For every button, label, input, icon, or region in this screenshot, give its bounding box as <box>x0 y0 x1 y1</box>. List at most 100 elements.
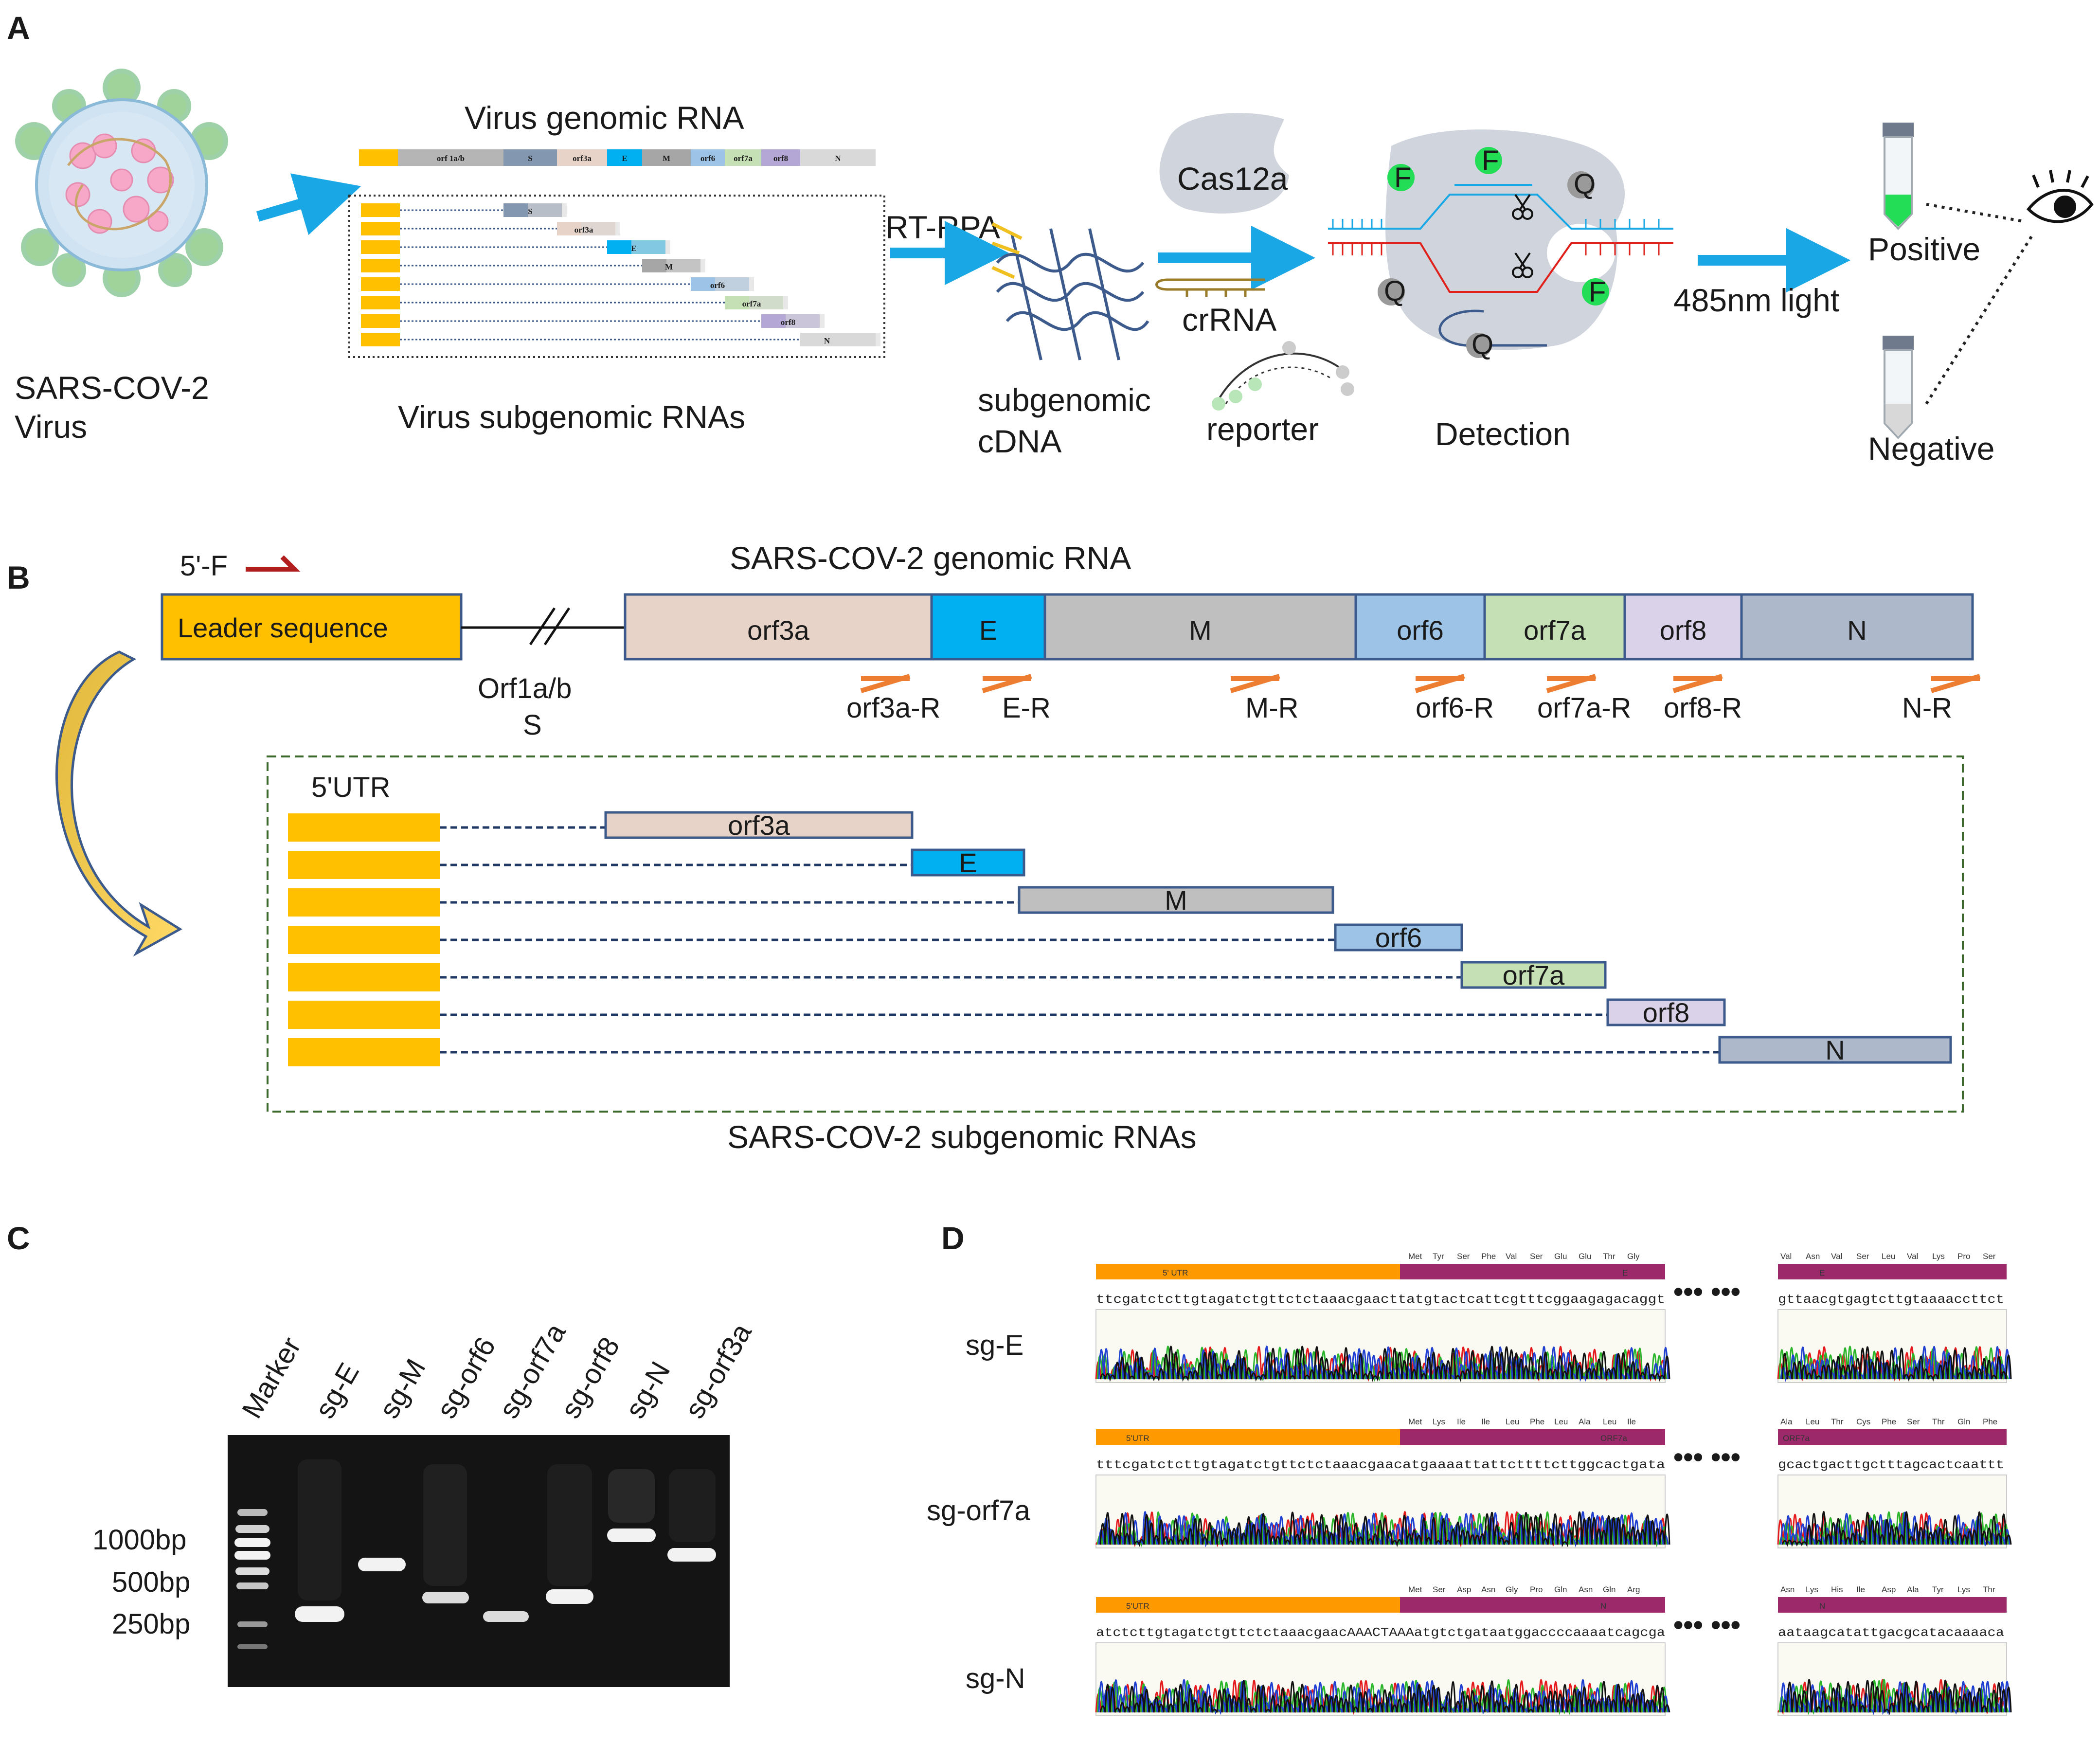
virus-particle-icon <box>15 69 228 297</box>
genome-segment <box>398 149 503 166</box>
gene-annotation-label: E <box>1622 1268 1628 1277</box>
positive-label: Positive <box>1868 231 1980 267</box>
amino-acid-label: Gly <box>1506 1585 1518 1594</box>
arrow-virus-to-rna <box>256 173 361 235</box>
amino-acid-label-right: Lys <box>1932 1252 1945 1261</box>
subgenomic-tail <box>749 296 788 309</box>
gene-annotation-bar <box>1400 1264 1665 1279</box>
genome-segment <box>691 149 725 166</box>
subgenomic-leader-block <box>361 296 400 309</box>
genome-segment-label: orf3a <box>573 154 592 163</box>
chromatogram-trace-right <box>1778 1511 2009 1545</box>
utr-block <box>288 813 440 842</box>
rt-rpa-label: RT-RPA <box>885 209 1000 245</box>
size-1000bp: 1000bp <box>92 1524 187 1556</box>
genome-segment-label: orf7a <box>734 154 753 163</box>
subgenomic-segment-label: M <box>665 262 673 271</box>
amino-acid-label-right: Ser <box>1907 1417 1920 1426</box>
gene-label: N <box>1847 615 1867 646</box>
fluorophore-marker: F <box>1475 145 1502 177</box>
gel-lane-label: sg-N <box>619 1356 677 1424</box>
subgenomic-tail <box>786 314 825 328</box>
amino-acid-label-right: Pro <box>1957 1252 1970 1261</box>
subgenomic-leader-block <box>361 222 400 235</box>
subgenomic-segment-label: S <box>528 207 532 216</box>
break-mark-icon <box>529 607 571 646</box>
gene-annotation-label: ORF7a <box>1600 1434 1627 1443</box>
sequencing-sample-label: sg-orf7a <box>927 1495 1031 1527</box>
gene-label: orf6 <box>1397 615 1444 646</box>
cdna-label-line1: subgenomic <box>978 382 1151 418</box>
amino-acid-label: Phe <box>1481 1252 1496 1261</box>
utr-annotation-label: 5'UTR <box>1126 1434 1149 1443</box>
sequence-left: ttcgatctcttgtagatctgttctctaaacgaacttatgt… <box>1096 1292 1665 1307</box>
subgenomic-segment-label: orf6 <box>710 281 725 290</box>
amino-acid-label-right: Phe <box>1882 1417 1896 1426</box>
amino-acid-label-right: Ser <box>1856 1252 1869 1261</box>
subgenomic-segment-label: orf3a <box>574 225 593 234</box>
chromatogram-trace <box>1099 1680 1670 1713</box>
gel-image <box>228 1435 730 1687</box>
reporter-icon <box>1212 341 1354 411</box>
crrna-label: crRNA <box>1182 302 1276 338</box>
gene-box <box>1483 593 1626 661</box>
amino-acid-label: Pro <box>1530 1585 1543 1594</box>
gene-annotation-label: N <box>1600 1601 1606 1611</box>
amino-acid-label-right: His <box>1831 1585 1843 1594</box>
amino-acid-label: Gln <box>1603 1585 1615 1594</box>
amino-acid-label: Phe <box>1530 1417 1544 1426</box>
gene-annotation-bar <box>1400 1429 1665 1445</box>
cas12a-label: Cas12a <box>1177 161 1288 197</box>
cas12a-protein-icon <box>1159 113 1289 214</box>
subgenomic-gene-label: orf3a <box>728 810 790 841</box>
panel-d-letter: D <box>941 1220 965 1256</box>
sequencing-sample-label: sg-N <box>966 1663 1025 1694</box>
panel-c-letter: C <box>7 1220 30 1256</box>
utr-annotation-bar <box>1096 1429 1400 1445</box>
amino-acid-label: Ile <box>1457 1417 1466 1426</box>
chromatogram-trace-right <box>1781 1511 2012 1547</box>
gel-lane-label: sg-orf8 <box>555 1332 626 1424</box>
subgenomic-gene-box <box>1018 886 1334 914</box>
amino-acid-label: Ile <box>1627 1417 1636 1426</box>
genome-segment <box>503 149 557 166</box>
amino-acid-label-right: Asp <box>1882 1585 1896 1594</box>
amino-acid-label: Met <box>1408 1417 1422 1426</box>
gene-label: E <box>979 615 997 646</box>
utr-annotation-label: 5'UTR <box>1126 1601 1149 1611</box>
gene-annotation-label-right: N <box>1819 1601 1825 1611</box>
gene-label: M <box>1189 615 1212 646</box>
reporter-label: reporter <box>1206 411 1319 447</box>
gel-lane-label: sg-orf6 <box>431 1332 502 1424</box>
amino-acid-label-right: Asn <box>1806 1252 1820 1261</box>
subgenomic-leader-block <box>361 259 400 272</box>
subgenomic-tail <box>581 222 620 235</box>
s-label: S <box>523 709 542 741</box>
chromatogram-trace <box>1099 1346 1670 1382</box>
subgenomic-gene-box <box>911 848 1025 877</box>
genome-segment <box>800 149 876 166</box>
subgenomic-gene-label: orf7a <box>1503 960 1565 990</box>
genome-leader-block <box>359 149 398 166</box>
amino-acid-label-right: Thr <box>1983 1585 1995 1594</box>
amino-acid-label: Asn <box>1481 1585 1495 1594</box>
ellipsis-marker: ••• ••• <box>1673 1609 1741 1641</box>
genome-segment-label: orf6 <box>700 154 715 163</box>
svg-text:Q: Q <box>1574 168 1596 200</box>
sequence-right: gttaacgtgagtcttgtaaaaccttct <box>1778 1292 2004 1307</box>
amino-acid-label: Asn <box>1579 1585 1593 1594</box>
amino-acid-label: Thr <box>1603 1252 1615 1261</box>
amino-acid-label-right: Leu <box>1806 1417 1819 1426</box>
amino-acid-label-right: Asn <box>1780 1585 1795 1594</box>
gene-label: orf7a <box>1524 615 1586 646</box>
leader-sequence-box <box>161 593 463 661</box>
gene-annotation-label-right: ORF7a <box>1783 1434 1810 1443</box>
utr-block <box>288 926 440 954</box>
chromatogram-trace-right <box>1780 1511 2010 1547</box>
gene-annotation-label-right: E <box>1819 1268 1825 1277</box>
subgenomic-gene-box <box>604 811 914 839</box>
